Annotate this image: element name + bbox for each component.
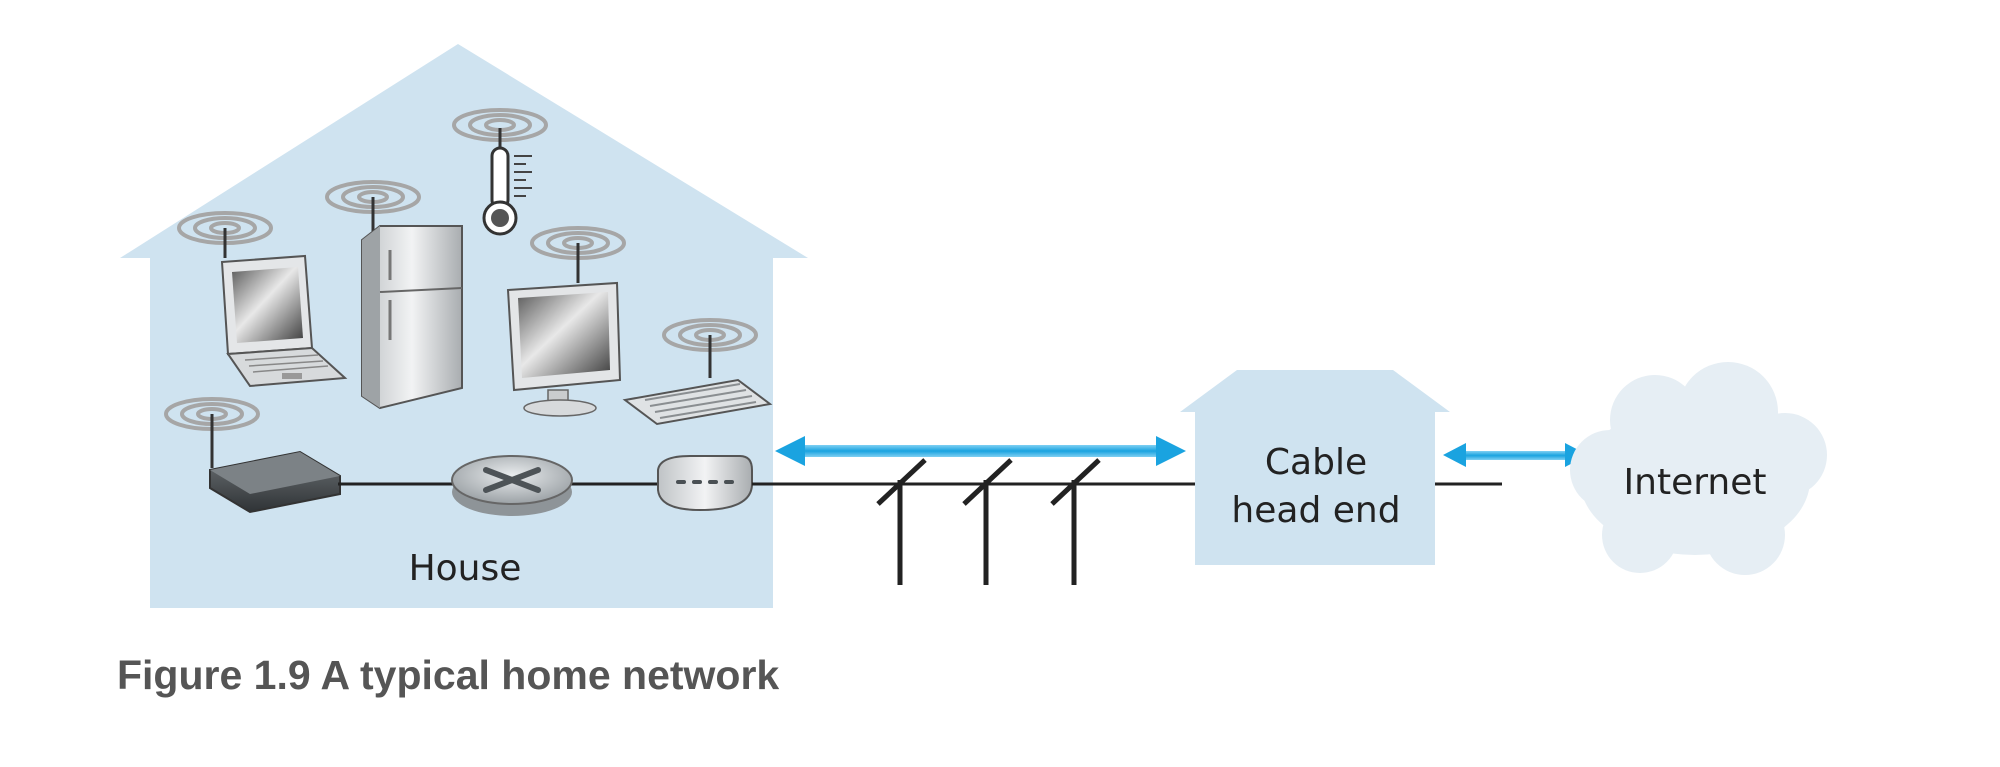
thermometer-icon (482, 128, 532, 236)
router-icon (451, 455, 573, 516)
monitor-icon (506, 243, 622, 417)
keyboard-icon (622, 335, 773, 426)
house-label: House (409, 548, 522, 589)
cable-head-end-building (1180, 370, 1450, 565)
laptop-icon (220, 228, 348, 388)
double-arrow-icon (1443, 443, 1588, 467)
head-end-label-line2: head end (1231, 490, 1400, 531)
head-end-label-line1: Cable (1265, 442, 1367, 483)
wireless-access-point-icon (209, 414, 341, 514)
double-arrow-icon (775, 436, 1186, 466)
internet-cloud (1570, 362, 1827, 575)
refrigerator-icon (361, 197, 463, 410)
utility-pole-icon (876, 458, 1101, 585)
cable-modem-icon (657, 455, 753, 512)
internet-label: Internet (1624, 462, 1767, 503)
figure-caption: Figure 1.9 A typical home network (117, 652, 780, 698)
